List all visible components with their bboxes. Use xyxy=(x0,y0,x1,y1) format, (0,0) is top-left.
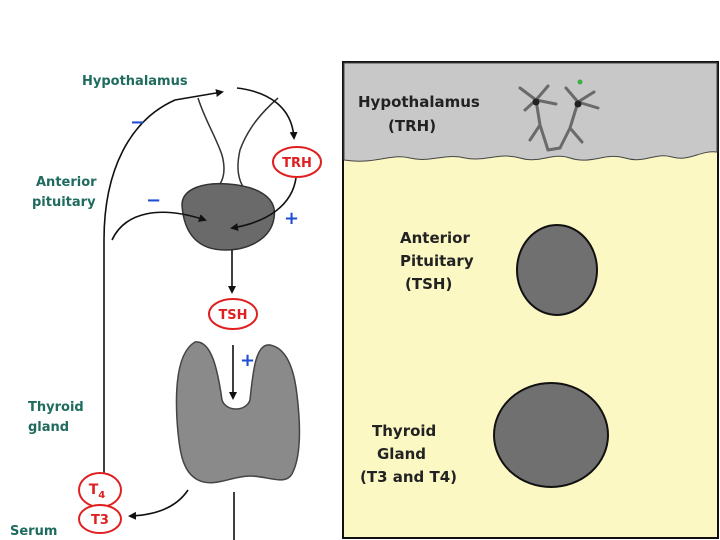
plus-sign-trh: + xyxy=(284,208,299,229)
tsh-label: TSH xyxy=(218,308,247,323)
trh-label: TRH xyxy=(282,156,312,171)
thyroid-gland-shape xyxy=(176,342,299,483)
thyroid-gland-label-line1: Thyroid xyxy=(28,400,84,415)
right-anterior-label-line1: Anterior xyxy=(400,229,470,247)
anterior-pituitary-label-line1: Anterior xyxy=(36,175,97,190)
right-anterior-label-line3: (TSH) xyxy=(405,275,452,293)
minus-sign-pituitary: − xyxy=(146,190,161,211)
minus-sign-hypothalamus: − xyxy=(130,112,145,133)
t4-subscript: 4 xyxy=(98,490,105,501)
trh-release-arrow xyxy=(237,88,294,138)
panel-hypothalamus-band xyxy=(344,63,717,161)
hypothalamus-stalk-shape xyxy=(198,98,278,190)
right-hypothalamus-label-line1: Hypothalamus xyxy=(358,93,480,111)
t4-base: T xyxy=(89,482,99,498)
right-thyroid-label-line1: Thyroid xyxy=(372,422,436,440)
thyroid-gland-circle xyxy=(494,383,608,487)
thyroid-gland-label-line2: gland xyxy=(28,420,69,435)
right-thyroid-label-line3: (T3 and T4) xyxy=(360,468,457,486)
right-anterior-label-line2: Pituitary xyxy=(400,252,474,270)
anterior-pituitary-circle xyxy=(517,225,597,315)
right-panel: Hypothalamus (TRH) Anterior Pituitary (T… xyxy=(343,62,718,538)
t3-label: T3 xyxy=(91,513,109,528)
thyroid-to-serum-arrow xyxy=(130,490,188,516)
hypothalamus-label: Hypothalamus xyxy=(82,74,188,89)
serum-label: Serum xyxy=(10,524,57,539)
anterior-pituitary-label-line2: pituitary xyxy=(32,195,96,210)
right-thyroid-label-line2: Gland xyxy=(377,445,426,463)
right-hypothalamus-label-line2: (TRH) xyxy=(388,117,436,135)
plus-sign-tsh: + xyxy=(240,350,255,371)
